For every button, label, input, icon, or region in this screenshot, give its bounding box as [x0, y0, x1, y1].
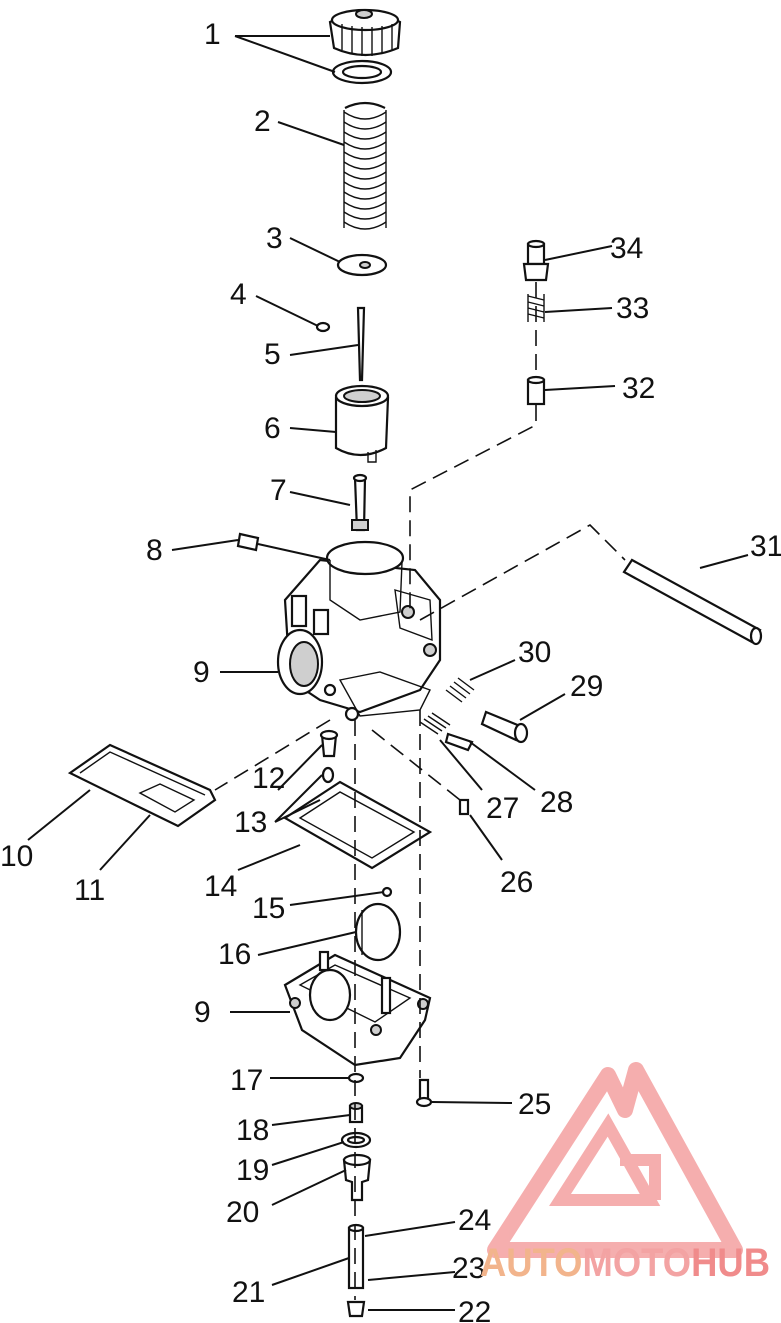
part-34-fitting	[522, 239, 550, 282]
part-10-gasket	[67, 743, 217, 828]
callout-5: 5	[264, 338, 281, 371]
callout-3: 3	[266, 222, 283, 255]
callout-31: 31	[750, 530, 781, 563]
callout-33: 33	[616, 292, 649, 325]
part-3-plate	[336, 253, 388, 277]
part-12-jet	[319, 729, 339, 758]
svg-text:AUTOMOTOHUB: AUTOMOTOHUB	[480, 1241, 770, 1285]
watermark-text: AUTOMOTOHUB	[480, 1241, 770, 1285]
watermark-text-moto: MOTO	[583, 1241, 692, 1285]
callout-30: 30	[518, 636, 551, 669]
part-8-cap	[236, 532, 260, 552]
callout-23: 23	[452, 1252, 485, 1285]
callout-7: 7	[270, 474, 287, 507]
part-15-pin	[381, 886, 393, 898]
callout-1: 1	[204, 18, 221, 51]
callout-9a: 9	[193, 656, 210, 689]
callout-20: 20	[226, 1196, 259, 1229]
callout-8: 8	[146, 534, 163, 567]
callout-29: 29	[570, 670, 603, 703]
callout-24: 24	[458, 1204, 491, 1237]
part-27-spring	[419, 712, 451, 735]
part-20-holder	[342, 1153, 372, 1202]
part-14-gasket	[282, 780, 433, 870]
callout-14: 14	[204, 870, 237, 903]
part-21-tube	[347, 1223, 365, 1290]
callout-9b: 9	[194, 996, 211, 1029]
callout-10: 10	[0, 840, 33, 873]
callout-2: 2	[254, 105, 271, 138]
part-2-spring	[343, 101, 387, 230]
callout-13: 13	[234, 806, 267, 839]
callout-6: 6	[264, 412, 281, 445]
callout-34: 34	[610, 232, 643, 265]
part-9-body	[276, 540, 442, 722]
callout-21: 21	[232, 1276, 265, 1309]
callout-22: 22	[458, 1296, 491, 1323]
watermark-logo	[487, 1062, 743, 1258]
callout-11: 11	[74, 874, 105, 907]
callout-18: 18	[236, 1114, 269, 1147]
callout-32: 32	[622, 372, 655, 405]
watermark-text-auto: AUTO	[480, 1241, 583, 1285]
part-28-screw	[444, 732, 474, 752]
part-32-plunger	[526, 375, 546, 406]
part-30-spring	[445, 677, 475, 703]
part-29-screw	[480, 710, 529, 744]
callout-4: 4	[230, 278, 247, 311]
part-6-slide	[334, 384, 390, 463]
part-1-cap	[328, 8, 402, 85]
callout-15: 15	[252, 892, 285, 925]
part-4-clip	[315, 321, 331, 333]
part-13-seat	[321, 766, 335, 784]
part-16-float	[354, 902, 402, 962]
assembly-lines	[214, 282, 626, 1300]
callout-28: 28	[540, 786, 573, 819]
callout-12: 12	[252, 762, 285, 795]
watermark-text-hub: HUB	[691, 1241, 770, 1285]
part-7-jet	[351, 473, 369, 532]
callout-16: 16	[218, 938, 251, 971]
callout-17: 17	[230, 1064, 263, 1097]
part-22-jet-small	[346, 1300, 366, 1318]
callout-19: 19	[236, 1154, 269, 1187]
callout-25: 25	[518, 1088, 551, 1121]
part-25-screw	[415, 1078, 433, 1108]
callout-26: 26	[500, 866, 533, 899]
part-9-float-bowl	[283, 950, 432, 1067]
part-19-oring	[340, 1131, 372, 1149]
part-5-needle	[356, 306, 366, 382]
callout-27: 27	[486, 792, 519, 825]
callout-labels: 1 2 3 4 5 6 7 8 9 10 11 12 13 14 15 16 9…	[0, 18, 781, 1323]
part-31-tube	[622, 558, 763, 646]
part-18-jet	[348, 1102, 364, 1124]
leader-lines	[27, 35, 749, 1311]
part-17-washer	[347, 1072, 365, 1084]
part-26-jet	[458, 798, 470, 816]
